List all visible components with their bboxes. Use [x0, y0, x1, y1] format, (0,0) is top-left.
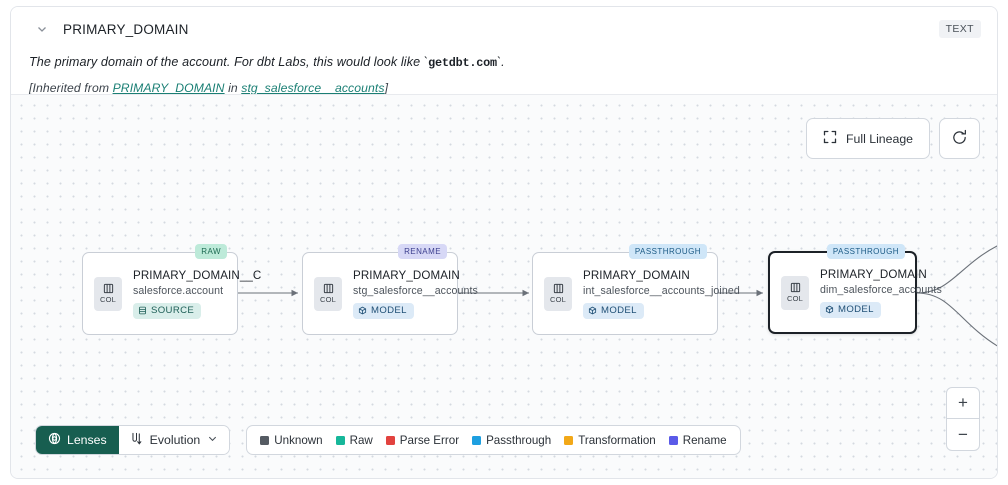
legend-label: Parse Error [399, 433, 460, 447]
node-body: PRIMARY_DOMAIN stg_salesforce__accounts … [353, 269, 478, 319]
node-tag: PASSTHROUGH [826, 244, 905, 259]
lenses-control: Lenses Evolution [35, 425, 231, 455]
inherited-prefix: [Inherited from [29, 80, 113, 95]
column-header: PRIMARY_DOMAIN TEXT The primary domain o… [11, 7, 997, 95]
node-name: PRIMARY_DOMAIN [583, 268, 690, 282]
node-tag: RENAME [398, 244, 447, 259]
evolution-icon [130, 432, 143, 449]
node-body: PRIMARY_DOMAIN__C salesforce.account SOU… [133, 269, 261, 319]
node-body: PRIMARY_DOMAIN int_salesforce__accounts_… [583, 269, 740, 319]
legend-swatch [260, 435, 270, 445]
node-body: PRIMARY_DOMAIN dim_salesforce_accounts M… [820, 268, 942, 318]
lineage-node-selected[interactable]: PASSTHROUGH COL PRIMARY_DOMAIN dim_sales… [768, 244, 942, 334]
legend-item: Transformation [564, 434, 656, 447]
description-prefix: The primary domain of the account. For d… [29, 55, 429, 69]
node-tag: PASSTHROUGH [628, 244, 707, 259]
node-subtitle: int_salesforce__accounts_joined [583, 284, 740, 297]
node-kind-badge: MODEL [353, 302, 414, 319]
column-detail-card: PRIMARY_DOMAIN TEXT The primary domain o… [10, 6, 998, 479]
lineage-legend: Unknown Raw Parse Error Passthrough Tran… [246, 425, 741, 455]
expand-icon [823, 130, 837, 147]
legend-swatch [472, 435, 482, 445]
legend-label: Transformation [578, 433, 656, 447]
lenses-button[interactable]: Lenses [36, 426, 119, 454]
zoom-out-button[interactable]: − [958, 424, 968, 444]
col-chip-label: COL [549, 295, 567, 304]
zoom-in-button[interactable]: + [947, 388, 979, 419]
cube-icon [825, 305, 834, 314]
node-kind-label: MODEL [601, 305, 637, 316]
node-kind-label: MODEL [371, 305, 407, 316]
canvas-top-controls: Full Lineage [806, 118, 980, 159]
legend-label: Passthrough [486, 433, 552, 447]
zoom-controls: + − [946, 387, 980, 451]
lens-icon [48, 432, 61, 448]
legend-swatch [335, 435, 345, 445]
lineage-edges [238, 245, 997, 347]
columns-icon: COL [544, 276, 572, 311]
edge-out-upper [916, 245, 997, 294]
columns-icon: COL [314, 276, 342, 311]
lineage-node[interactable]: RAW COL PRIMARY_DOMAIN__C salesforce.acc… [82, 244, 261, 335]
inherited-column-link[interactable]: PRIMARY_DOMAIN [112, 80, 225, 95]
legend-item: Unknown [260, 433, 323, 447]
node-name: PRIMARY_DOMAIN__C [133, 268, 262, 282]
lineage-canvas[interactable]: RAW COL PRIMARY_DOMAIN__C salesforce.acc… [11, 94, 997, 478]
node-subtitle: stg_salesforce__accounts [353, 284, 478, 297]
lineage-node[interactable]: PASSTHROUGH COL PRIMARY_DOMAIN int_sales… [532, 244, 740, 335]
column-description: The primary domain of the account. For d… [29, 54, 981, 72]
description-code: getdbt.com [428, 56, 497, 70]
legend-swatch [564, 435, 574, 445]
database-icon [139, 306, 146, 315]
refresh-button[interactable] [939, 118, 980, 159]
node-kind-label: MODEL [838, 304, 874, 315]
inherited-from: [Inherited from PRIMARY_DOMAIN in stg_sa… [29, 81, 981, 95]
legend-swatch [668, 435, 678, 445]
lenses-label: Lenses [67, 433, 107, 447]
legend-label: Raw [349, 433, 373, 447]
columns-icon: COL [781, 275, 809, 310]
inherited-middle: in [224, 80, 242, 95]
node-kind-badge: MODEL [820, 301, 881, 318]
legend-item: Parse Error [385, 433, 460, 447]
edge-out-lower [916, 292, 997, 347]
legend-label: Rename [682, 433, 727, 447]
full-lineage-button[interactable]: Full Lineage [806, 118, 930, 159]
description-suffix: `. [496, 55, 505, 69]
evolution-dropdown[interactable]: Evolution [118, 426, 230, 454]
col-chip-label: COL [319, 295, 337, 304]
full-lineage-label: Full Lineage [846, 131, 913, 146]
node-subtitle: salesforce.account [133, 284, 224, 297]
node-name: PRIMARY_DOMAIN [820, 267, 927, 281]
lineage-node[interactable]: RENAME COL PRIMARY_DOMAIN stg_salesforce… [302, 244, 478, 335]
legend-item: Passthrough [472, 434, 551, 447]
title-row: PRIMARY_DOMAIN [29, 19, 981, 39]
legend-item: Rename [668, 433, 727, 447]
node-subtitle: dim_salesforce_accounts [820, 283, 942, 296]
canvas-bottom-bar: Lenses Evolution [35, 425, 741, 455]
node-kind-badge: SOURCE [133, 302, 202, 319]
status-badge: TEXT [938, 20, 981, 38]
node-name: PRIMARY_DOMAIN [353, 268, 460, 282]
legend-swatch [385, 435, 395, 445]
columns-icon: COL [94, 276, 122, 311]
inherited-model-link[interactable]: stg_salesforce__accounts [241, 80, 385, 95]
col-chip-label: COL [786, 294, 804, 303]
page-title: PRIMARY_DOMAIN [63, 21, 189, 37]
chevron-down-icon[interactable] [35, 22, 49, 36]
evolution-label: Evolution [149, 433, 201, 447]
chevron-down-icon [207, 433, 218, 447]
node-kind-label: SOURCE [151, 305, 195, 316]
node-tag: RAW [195, 244, 227, 259]
cube-icon [358, 306, 367, 315]
inherited-suffix: ] [384, 80, 389, 95]
node-kind-badge: MODEL [583, 302, 644, 319]
cube-icon [588, 306, 597, 315]
legend-item: Raw [335, 433, 373, 447]
col-chip-label: COL [99, 295, 117, 304]
legend-label: Unknown [274, 433, 323, 447]
refresh-icon [951, 129, 968, 149]
